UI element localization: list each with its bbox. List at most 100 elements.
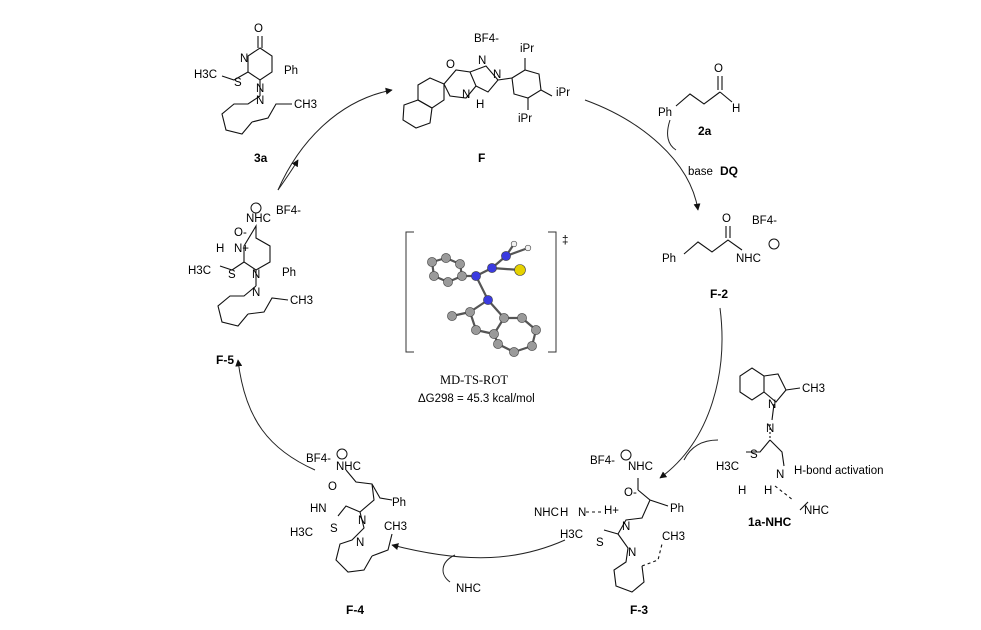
F5-ph: Ph [282,267,296,279]
F5-label: F-5 [216,353,234,367]
F3-n: N [578,507,586,519]
thiourea-n-ring: N [768,399,776,411]
cycle-arrows [235,87,723,583]
F2-nhc: NHC [736,253,761,265]
arrow-F3-to-F4 [391,539,566,559]
product-s: S [234,77,242,89]
ts-atom-carbon [455,259,465,269]
F4-h3c: H3C [290,527,313,539]
thiourea-n: N [766,423,774,435]
F4-s: S [330,523,338,535]
product-n-ring: N [256,95,264,107]
aldehyde-label: 2a [698,124,712,138]
aldehyde-ph: Ph [658,107,672,119]
thiourea-h1: H [738,485,746,497]
F5-h: H [216,243,224,255]
arrow-nhc-out [442,554,456,583]
arrow-aldehyde-in [667,119,677,151]
F5-n-ring: N [252,287,260,299]
F-atom-n3: N [462,89,470,101]
ts-atom-carbon [493,339,503,349]
F3-charge [620,449,632,461]
F4-nhc: NHC [336,461,361,473]
thiourea-s: S [750,449,758,461]
F3-h3c: H3C [560,529,583,541]
F2-o: O [722,213,731,225]
F3-counterion: BF4- [590,455,615,467]
ts-atom-hydrogen [510,240,518,248]
F3-label: F-3 [630,603,648,617]
product-ph: Ph [284,65,298,77]
thiourea-nhc: NHC [804,505,829,517]
ts-atom-carbon [489,329,499,339]
ts-atom-hydrogen [524,244,532,252]
F-counterion: BF4- [474,33,499,45]
product-n2: N [256,83,264,95]
intermediate-F3 [586,478,669,593]
ts-atom-carbon [457,271,467,281]
F4-charge [336,448,348,460]
released-nhc: NHC [456,583,481,595]
ts-name: MD-TS-ROT [440,373,508,387]
ts-atom-carbon [447,311,457,321]
ts-atom-carbon [531,325,541,335]
F3-nh-plus: H+ [604,505,619,517]
arrow-F4-to-F5 [235,359,316,471]
aldehyde-2a [675,76,733,107]
F3-n-thio: N [622,521,630,533]
F4-o: O [328,481,337,493]
ts-atom-carbon [443,277,453,287]
F-label: F [478,151,485,165]
thiourea-h3c: H3C [716,461,739,473]
arrow-thiourea-in [683,439,719,461]
F-ipr-top: iPr [520,43,534,55]
F3-h: H [560,507,568,519]
F5-nhc: NHC [246,213,271,225]
F-atom-n1: N [478,55,486,67]
F3-nhc-top: NHC [628,461,653,473]
F3-o-minus: O- [624,487,637,499]
reagent-base: base [688,166,713,178]
F4-label: F-4 [346,603,364,617]
F5-o-minus: O- [234,227,247,239]
arrow-F5-to-3a [277,159,299,191]
thiourea-annotation: H-bond activation [794,465,884,477]
thiourea-1a-nhc [739,367,809,511]
F-atom-h: H [476,99,484,111]
ts-atom-carbon [471,325,481,335]
arrow-3a-to-F [277,87,393,191]
F5-ch3: CH3 [290,295,313,307]
ts-atom-nitrogen [501,251,511,261]
ts-atom-carbon [465,307,475,317]
ts-dagger: ‡ [562,235,568,247]
F-atom-o: O [446,59,455,71]
intermediate-F5 [217,224,289,327]
F-ipr-bottom: iPr [518,113,532,125]
F-atom-n2: N [493,69,501,81]
F4-n-ring: N [356,537,364,549]
product-o: O [254,23,263,35]
F5-s: S [228,269,236,281]
F4-hn: HN [310,503,327,515]
ts-ball-and-stick [427,240,541,357]
arrow-F2-to-F3 [659,307,723,479]
ts-atom-nitrogen [483,295,493,305]
F2-ph: Ph [662,253,676,265]
F5-n-plus: N+ [234,243,249,255]
thiourea-h2: H [764,485,772,497]
reagent-dq: DQ [720,164,738,178]
F4-n: N [358,515,366,527]
F5-counterion: BF4- [276,205,301,217]
F4-ph: Ph [392,497,406,509]
F3-n-ring: N [628,547,636,559]
intermediate-F2 [683,226,743,255]
ts-atom-carbon [429,271,439,281]
ts-atom-nitrogen [471,271,481,281]
F2-charge [768,238,780,250]
F3-ch3: CH3 [662,531,685,543]
ts-atom-nitrogen [487,263,497,273]
ts-brackets [405,231,557,353]
F3-s: S [596,537,604,549]
arrow-F-to-F2 [584,99,701,211]
